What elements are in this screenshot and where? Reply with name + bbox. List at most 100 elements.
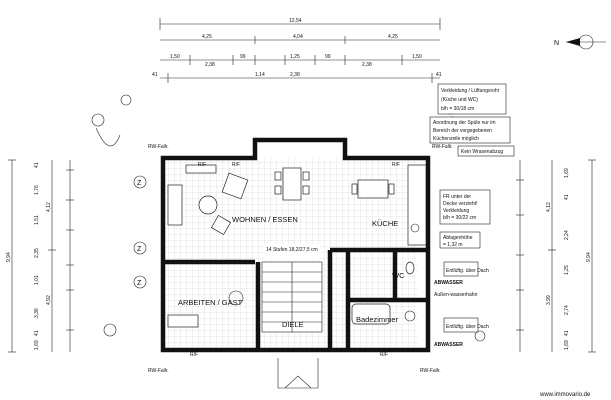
dim-right-outer: 9,94 — [586, 252, 592, 262]
note-sink-1: Anordnung der Spüle nur im — [433, 120, 496, 126]
armchair-2 — [210, 214, 232, 236]
dim-left-inner-5: 1,01 — [34, 275, 40, 285]
top-dimension-chains: 12,54 4,25 4,04 4,25 1,50 2,38 99 1,25 9… — [152, 18, 442, 83]
note-rw-bl: RW-Fallr. — [148, 368, 169, 374]
note-rw-tl: RW-Fallr. — [148, 144, 169, 150]
dim-left-inner-8: 1,69 — [34, 340, 40, 350]
note-fr-3: Verkleidung — [443, 208, 469, 214]
dim-left-mid-a: 4,12 — [46, 202, 52, 212]
window-label-3: R/F — [392, 162, 400, 168]
notes: Verkleidung / Lüftungsrohr (Küche und WC… — [148, 83, 515, 374]
note-fr-2: Decke verzieht! — [443, 201, 477, 207]
dim-left-inner-4: 2,35 — [34, 248, 40, 258]
dim-left-inner-7: 41 — [34, 330, 40, 336]
dim-row2-5: 99 — [325, 54, 331, 60]
room-label-hall: DIELE — [282, 320, 304, 329]
watermark: www.immovario.de — [539, 392, 591, 398]
note-fr-box — [439, 189, 491, 225]
dim-right-mid-b: 3,99 — [546, 295, 552, 305]
dim-right-inner-2: 41 — [564, 194, 570, 200]
dining-table — [282, 167, 302, 201]
note-sewage-1: ABWASSER — [434, 280, 463, 286]
north-arrow: N — [554, 34, 606, 50]
note-vent-box-2 — [443, 317, 479, 333]
note-fr-1: FR unter der — [443, 194, 471, 200]
window-label-5: R/F — [380, 352, 388, 358]
washbasin — [404, 310, 416, 322]
note-no-chimney-box — [457, 145, 515, 157]
building: 14 Stufen 18,2/27,5 cm — [160, 137, 431, 389]
kitchen-counter — [407, 164, 427, 246]
dim-row1-c: 4,25 — [388, 34, 398, 40]
dim-left-inner-6: 3,36 — [34, 308, 40, 318]
dim-left-outer: 9,94 — [6, 252, 12, 262]
room-label-wc: WC — [392, 271, 405, 280]
note-shelf-box — [439, 231, 481, 249]
z-markers: Z Z Z — [133, 175, 147, 289]
window-label-2: R/F — [232, 162, 240, 168]
office-chair — [228, 290, 244, 306]
dim-right-mid-a: 4,12 — [546, 202, 552, 212]
z-marker-2: Z — [137, 246, 142, 253]
office-furniture — [167, 290, 244, 328]
north-label: N — [554, 40, 559, 47]
note-cladding-3: b/h = 30/18 cm — [441, 106, 474, 112]
note-outdoor-tap: Außen-wasserhahn — [434, 292, 478, 298]
note-cladding-box — [437, 83, 507, 115]
kitchen-furniture — [351, 164, 427, 246]
outer-walls — [160, 137, 431, 353]
dim-right-inner-7: 1,69 — [564, 340, 570, 350]
dim-right-inner-6: 41 — [564, 330, 570, 336]
window-label-1: R/F — [198, 162, 206, 168]
z-marker-1: Z — [137, 180, 142, 187]
dim-left-inner-3: 1,51 — [34, 215, 40, 225]
note-shelf-1: Ablagenhöhe — [443, 235, 473, 241]
dim-row3-4: 41 — [436, 72, 442, 78]
dim-right-inner-1: 1,69 — [564, 168, 570, 178]
dim-row2-1: 1,50 — [170, 54, 180, 60]
note-vent-1: Entlüftg. über Dach — [446, 268, 489, 274]
room-label-bath: Badezimmer — [356, 315, 399, 324]
note-vent-2: Entlüftg. über Dach — [446, 324, 489, 330]
note-no-chimney: Kein Wrasenabzug — [461, 149, 503, 155]
note-rw-br: RW-Fallr. — [420, 368, 441, 374]
dim-row3-2: 1,14 — [255, 72, 265, 78]
right-dimension-chains: 9,94 4,12 3,99 1,69 41 2,24 1,25 2,74 41… — [516, 159, 596, 353]
left-dimension-chains: 9,94 4,12 4,92 41 1,76 1,51 2,35 1,01 3,… — [6, 159, 74, 353]
window-label-4: R/F — [190, 352, 198, 358]
living-furniture — [167, 164, 310, 236]
room-labels: WOHNEN / ESSEN KÜCHE ARBEITEN / GAST DIE… — [178, 215, 405, 329]
dim-row2-6: 2,38 — [362, 62, 372, 68]
z-marker-3: Z — [137, 280, 142, 287]
sofa — [167, 184, 183, 226]
dim-row2-7: 1,50 — [412, 54, 422, 60]
coffee-table — [198, 195, 218, 215]
dim-right-inner-4: 1,25 — [564, 265, 570, 275]
bath-fixtures — [351, 261, 416, 325]
note-sink-3: Küchenzeile möglich — [433, 136, 479, 142]
sideboard — [185, 164, 217, 174]
dim-row3-3: 2,38 — [290, 72, 300, 78]
room-label-kitchen: KÜCHE — [372, 219, 398, 228]
dim-row1-b: 4,04 — [293, 34, 303, 40]
dim-overall: 12,54 — [289, 18, 302, 24]
stair-label: 14 Stufen 18,2/27,5 cm — [266, 247, 318, 253]
dim-right-inner-5: 2,74 — [564, 305, 570, 315]
bathtub — [351, 303, 391, 325]
dim-left-inner-1: 41 — [34, 162, 40, 168]
note-sewage-2: ABWASSER — [434, 342, 463, 348]
note-sink-2: Bereich der vorgegebenen — [433, 128, 492, 134]
dim-row2-4: 1,25 — [290, 54, 300, 60]
dim-right-inner-3: 2,24 — [564, 230, 570, 240]
dim-row1-a: 4,25 — [202, 34, 212, 40]
note-sink-box — [429, 116, 511, 144]
entrance-step — [277, 358, 319, 389]
dim-left-mid-b: 4,92 — [46, 295, 52, 305]
dim-row3-1: 41 — [152, 72, 158, 78]
room-label-office: ARBEITEN / GAST — [178, 298, 243, 307]
note-rw-tr: RW-Fallr. — [432, 144, 453, 150]
armchair — [221, 172, 249, 200]
dim-left-inner-2: 1,76 — [34, 185, 40, 195]
desk — [167, 314, 199, 328]
